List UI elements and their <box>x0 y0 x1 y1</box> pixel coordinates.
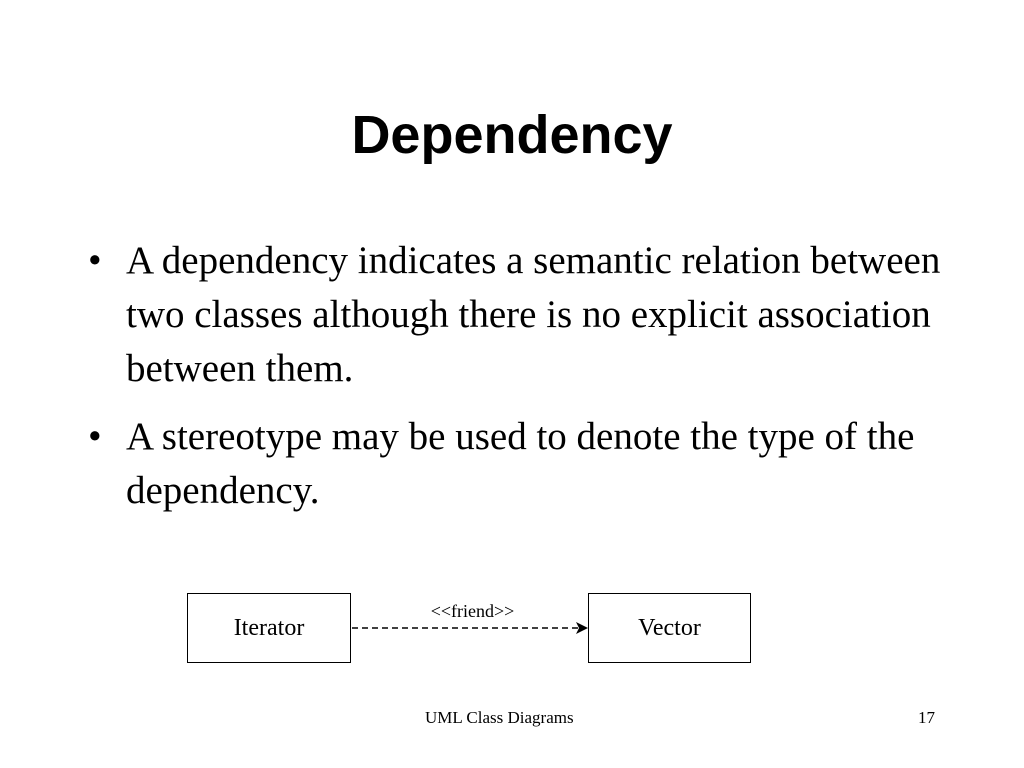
class-box-vector: Vector <box>588 593 751 663</box>
arrowhead-icon <box>576 622 588 634</box>
page-number: 17 <box>918 708 935 727</box>
class-name: Vector <box>638 614 701 641</box>
bullet-text: A stereotype may be used to denote the t… <box>126 415 915 512</box>
bullet-icon: • <box>88 239 102 282</box>
bullet-list: • A dependency indicates a semantic rela… <box>88 234 968 532</box>
class-box-iterator: Iterator <box>187 593 351 663</box>
class-name: Iterator <box>233 614 305 641</box>
bullet-item: • A stereotype may be used to denote the… <box>88 410 968 518</box>
dependency-arrow <box>352 622 588 634</box>
bullet-icon: • <box>88 415 102 458</box>
footer-text: UML Class Diagrams <box>425 708 574 727</box>
slide-title: Dependency <box>351 105 673 165</box>
stereotype-label: <<friend>> <box>430 601 515 621</box>
bullet-item: • A dependency indicates a semantic rela… <box>88 234 968 396</box>
bullet-text: A dependency indicates a semantic relati… <box>126 239 941 390</box>
